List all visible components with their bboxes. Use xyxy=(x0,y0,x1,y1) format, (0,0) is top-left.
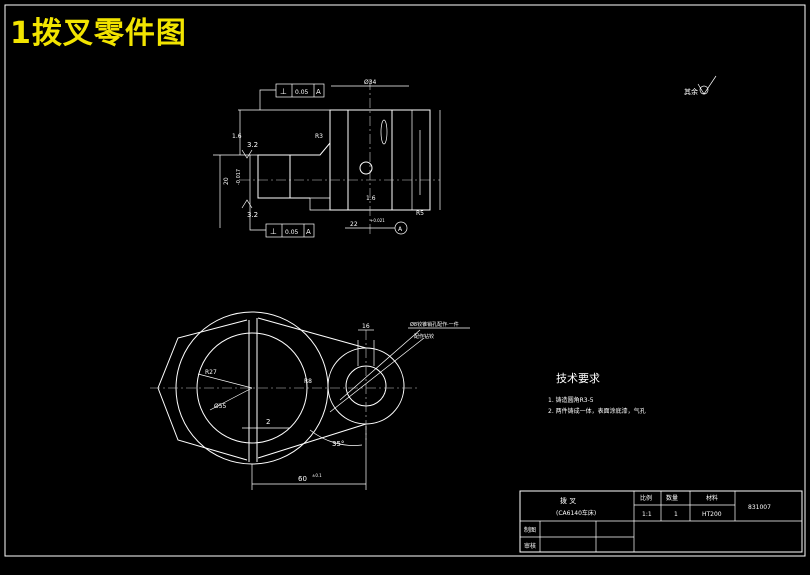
dia-label: Ø55 xyxy=(214,403,227,410)
col-qty: 数量 xyxy=(666,494,678,502)
col-scale: 比例 xyxy=(640,494,652,502)
part-sub: (CA6140车床) xyxy=(556,509,596,517)
hatch-left xyxy=(309,109,349,211)
chamfer-bottom: R5 xyxy=(416,210,424,217)
row-check: 审核 xyxy=(524,542,536,550)
dim-left-height: 20 xyxy=(223,177,230,185)
width-tol: ±0.1 xyxy=(312,473,322,478)
material-value: HT200 xyxy=(702,511,722,518)
col-material: 材料 xyxy=(706,494,718,502)
tolerance-frame-top: ⊥ 0.05 A xyxy=(259,83,325,110)
drawing-no: 831007 xyxy=(748,504,771,511)
page-title: 1拨叉零件图 xyxy=(10,16,187,51)
pin-hole xyxy=(359,161,373,175)
tech-item-1: 1. 铸造圆角R3-5 xyxy=(548,396,594,404)
front-view: 35° R27 Ø55 2 R8 60 ±0.1 16 Ø8铰锥销孔配作·一件 … xyxy=(150,311,470,490)
hatch-right xyxy=(391,109,413,211)
qty-value: 1 xyxy=(674,511,678,518)
svg-text:⊥: ⊥ xyxy=(280,87,287,96)
part-name: 拨 叉 xyxy=(560,496,576,505)
slot-dim: 16 xyxy=(362,323,370,330)
tech-heading: 技术要求 xyxy=(556,372,600,385)
svg-text:A: A xyxy=(306,228,311,236)
datum-label: A xyxy=(398,226,403,233)
dim-left-upper: 1.6 xyxy=(232,133,242,140)
datum-circle xyxy=(394,221,408,235)
title-block: 拨 叉 (CA6140车床) 比例 数量 材料 1:1 1 HT200 8310… xyxy=(519,490,803,553)
svg-text:0.05: 0.05 xyxy=(285,229,299,236)
callout2: 配作钻铰 xyxy=(414,333,434,340)
drawing-border xyxy=(4,4,806,557)
hub-outline xyxy=(329,109,431,211)
tech-item-2: 2. 两件铸成一体，表面涂底漆，气孔 xyxy=(548,407,646,415)
dim-bottom-tol: +0.021 xyxy=(370,218,385,223)
dim-small: 2 xyxy=(266,418,270,426)
dim-top-width: Ø34 xyxy=(364,79,377,86)
section-view: Ø34 1.6 20 -0.017 22 +0.021 A 3.2 3.2 1.… xyxy=(213,79,441,235)
tolerance-frame-bottom: ⊥ 0.05 A xyxy=(249,198,315,238)
dim-bottom: 22 xyxy=(350,221,358,228)
scale-value: 1:1 xyxy=(642,511,652,518)
roughness-c: 1.6 xyxy=(366,195,376,202)
callout: Ø8铰锥销孔配作·一件 xyxy=(410,321,459,328)
roughness-symbol-icon xyxy=(697,75,717,95)
svg-text:A: A xyxy=(316,88,321,96)
roughness-a: 3.2 xyxy=(247,141,258,149)
angle-label: 35° xyxy=(332,440,344,448)
dim-left-tol: -0.017 xyxy=(236,169,242,185)
fork-arm xyxy=(289,142,331,199)
row-draw: 制图 xyxy=(524,526,536,534)
r-small: R8 xyxy=(304,378,312,385)
width-dim: 60 xyxy=(298,475,307,483)
svg-text:0.05: 0.05 xyxy=(295,89,309,96)
roughness-note-label: 其余 xyxy=(684,87,698,96)
roughness-b: 3.2 xyxy=(247,211,258,219)
chamfer-top: R3 xyxy=(315,133,323,140)
tech-requirements: 技术要求 1. 铸造圆角R3-5 2. 两件铸成一体，表面涂底漆，气孔 xyxy=(548,372,646,415)
svg-text:⊥: ⊥ xyxy=(270,227,277,236)
radius-large: R27 xyxy=(205,369,217,376)
fork-slot xyxy=(257,154,291,199)
oil-groove xyxy=(380,119,388,145)
